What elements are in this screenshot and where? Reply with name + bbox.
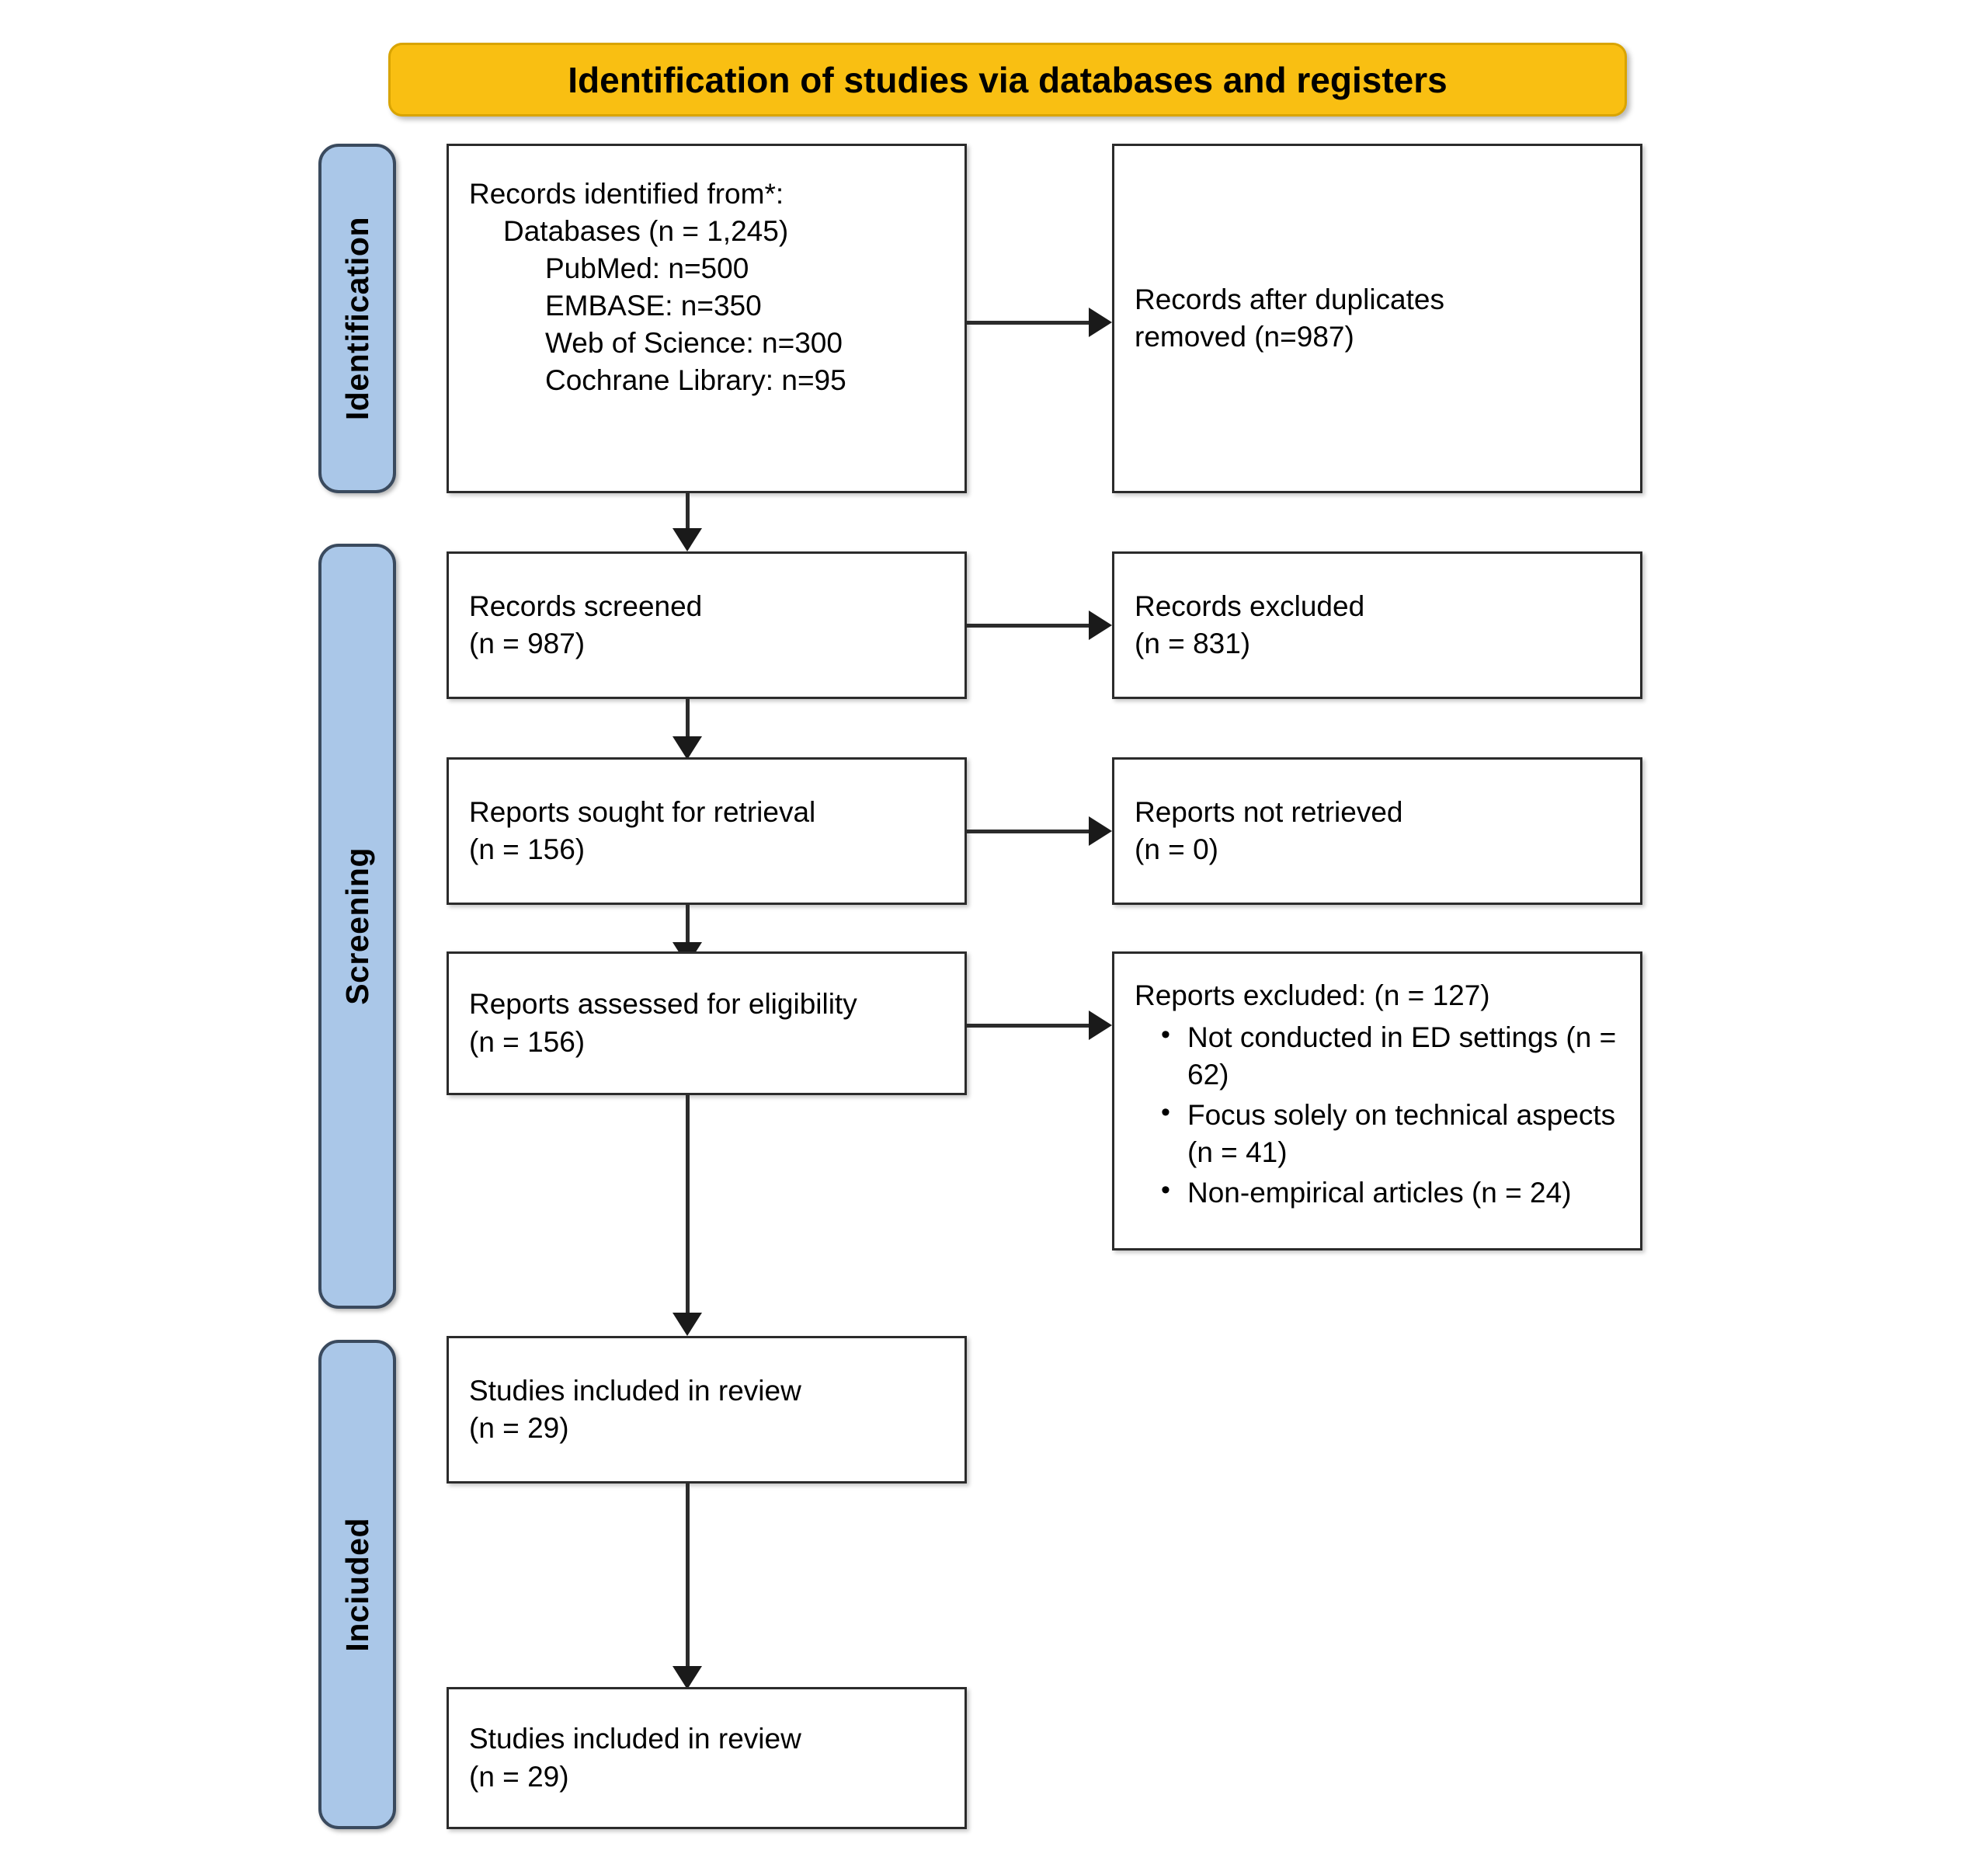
arrow-identified-to-duplicates [967, 303, 1112, 342]
node-reports-sought: Reports sought for retrieval (n = 156) [447, 757, 967, 905]
diagram-title-text: Identification of studies via databases … [568, 59, 1448, 100]
node-records-screened: Records screened (n = 987) [447, 551, 967, 699]
reports-not-retrieved-line-0: Reports not retrieved [1135, 795, 1403, 828]
arrow-shaft [967, 1023, 1091, 1028]
arrow-shaft [967, 623, 1091, 628]
node-studies-included-1: Studies included in review (n = 29) [447, 1336, 967, 1484]
records-after-duplicates-line-0: Records after duplicates [1135, 283, 1444, 315]
stage-bar-screening: Screening [318, 544, 396, 1309]
node-studies-included-2: Studies included in review (n = 29) [447, 1687, 967, 1829]
studies-included-1-line-0: Studies included in review [469, 1374, 801, 1407]
arrow-shaft [685, 699, 690, 738]
arrow-head [673, 736, 702, 760]
arrow-shaft [685, 1095, 690, 1314]
records-identified-line-5: Cochrane Library: n=95 [545, 364, 846, 397]
stage-bar-included: Inciuded [318, 1340, 396, 1829]
reports-not-retrieved-line-1: (n = 0) [1135, 833, 1218, 865]
arrow-head [673, 1666, 702, 1689]
node-reports-not-retrieved: Reports not retrieved (n = 0) [1112, 757, 1642, 905]
arrow-identified-to-screened [668, 493, 707, 551]
diagram-title-banner: Identification of studies via databases … [388, 43, 1627, 117]
arrow-included-1-to-included-2 [668, 1484, 707, 1689]
stage-label-screening: Screening [339, 847, 375, 1005]
node-reports-assessed: Reports assessed for eligibility (n = 15… [447, 951, 967, 1095]
node-records-excluded: Records excluded (n = 831) [1112, 551, 1642, 699]
arrow-head [1089, 1010, 1112, 1040]
arrow-head [673, 1313, 702, 1336]
stage-label-included: Inciuded [339, 1517, 375, 1652]
stage-bar-identification: Identification [318, 144, 396, 493]
records-excluded-line-1: (n = 831) [1135, 628, 1251, 659]
reports-assessed-line-1: (n = 156) [469, 1025, 586, 1058]
records-excluded-line-0: Records excluded [1135, 590, 1365, 622]
records-identified-line-0: Records identified from*: [469, 178, 784, 210]
list-item: Non-empirical articles (n = 24) [1161, 1173, 1620, 1212]
records-identified-line-4: Web of Science: n=300 [545, 327, 843, 360]
records-identified-line-1: Databases (n = 1,245) [503, 215, 789, 248]
reports-excluded-reason-list: Not conducted in ED settings (n = 62) Fo… [1135, 1017, 1620, 1215]
node-reports-excluded: Reports excluded: (n = 127) Not conducte… [1112, 951, 1642, 1250]
records-screened-line-0: Records screened [469, 590, 703, 622]
arrow-shaft [967, 320, 1091, 325]
arrow-screened-to-excluded [967, 606, 1112, 645]
records-identified-line-2: PubMed: n=500 [545, 252, 749, 285]
arrow-assessed-to-included [668, 1095, 707, 1336]
studies-included-2-line-1: (n = 29) [469, 1760, 569, 1793]
reports-assessed-line-0: Reports assessed for eligibility [469, 988, 857, 1021]
arrow-shaft [967, 829, 1091, 833]
records-screened-line-1: (n = 987) [469, 628, 586, 659]
arrow-shaft [685, 905, 690, 944]
arrow-head [673, 528, 702, 551]
list-item: Focus solely on technical aspects (n = 4… [1161, 1095, 1620, 1171]
studies-included-1-line-1: (n = 29) [469, 1412, 569, 1444]
stage-label-identification: Identification [339, 216, 375, 421]
node-records-after-duplicates: Records after duplicates removed (n=987) [1112, 144, 1642, 493]
reports-sought-line-0: Reports sought for retrieval [469, 795, 816, 828]
arrow-head [1089, 610, 1112, 640]
studies-included-2-line-0: Studies included in review [469, 1723, 801, 1755]
arrow-head [1089, 308, 1112, 337]
list-item: Not conducted in ED settings (n = 62) [1161, 1017, 1620, 1094]
reports-sought-line-1: (n = 156) [469, 833, 586, 865]
records-after-duplicates-line-1: removed (n=987) [1135, 321, 1354, 353]
arrow-screened-to-sought [668, 699, 707, 760]
arrow-sought-to-not-retrieved [967, 812, 1112, 850]
records-identified-line-3: EMBASE: n=350 [545, 290, 762, 322]
arrow-assessed-to-excluded [967, 1006, 1112, 1045]
node-records-identified: Records identified from*: Databases (n =… [447, 144, 967, 493]
reports-excluded-heading: Reports excluded: (n = 127) [1135, 979, 1490, 1011]
arrow-shaft [685, 1484, 690, 1668]
arrow-shaft [685, 493, 690, 530]
arrow-head [1089, 816, 1112, 846]
